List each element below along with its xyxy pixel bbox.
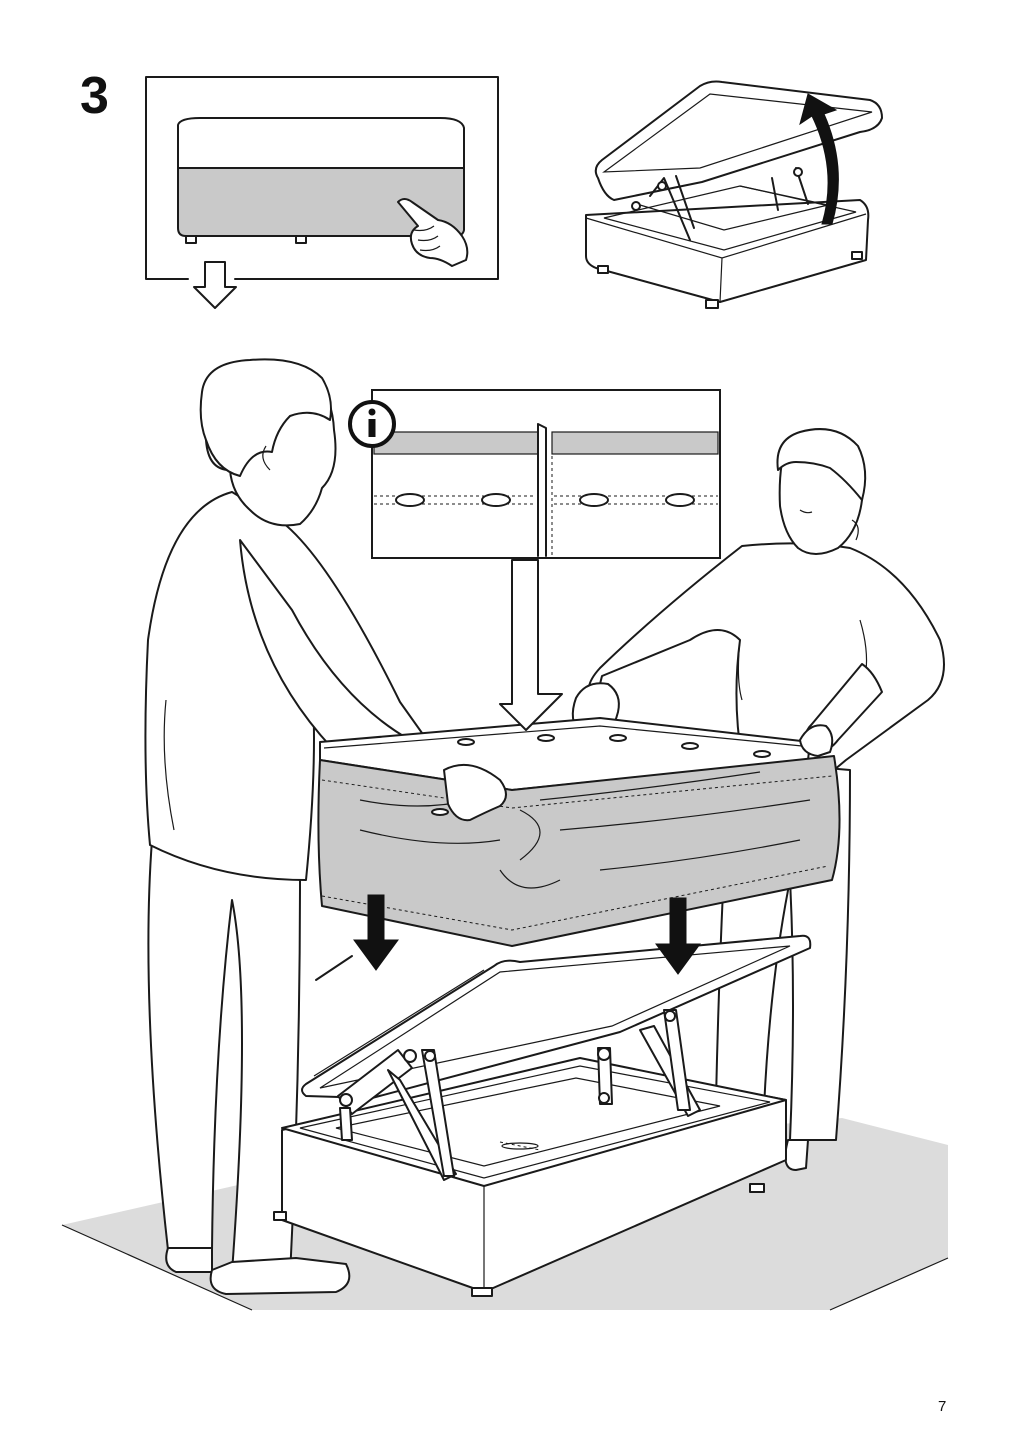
inset-ottoman-open [585, 80, 883, 309]
info-circle-icon [348, 400, 396, 448]
step-number: 3 [80, 67, 109, 125]
curved-up-arrow-icon [799, 93, 839, 225]
hollow-down-arrow-icon [193, 261, 237, 309]
person-left [144, 358, 498, 1295]
inset-ottoman-press [145, 76, 499, 309]
info-detail-box [348, 389, 721, 731]
page-number: 7 [938, 1398, 947, 1415]
ottoman-base [273, 1057, 787, 1297]
lid-and-hinges [301, 934, 812, 1181]
down-arrow-icon [655, 897, 701, 975]
down-arrow-icon [353, 894, 399, 971]
